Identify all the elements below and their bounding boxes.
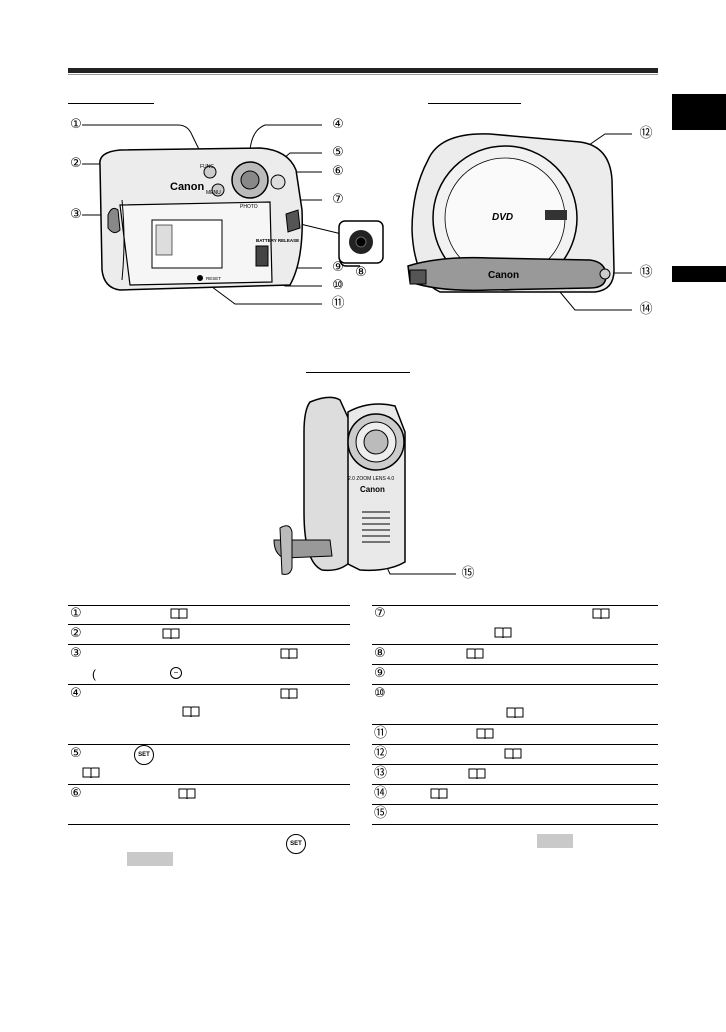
table-row: ⑧ [372,645,658,665]
row-number: ① [70,606,82,621]
lens-text: 2.0 ZOOM LENS 4.0 [348,476,394,482]
set-icon: SET [134,745,154,765]
table-row: ⑦ [372,605,658,645]
callout-14: ⑭ [639,302,653,317]
front-view-label-underline [306,372,410,373]
callout-2: ② [70,156,82,171]
left-brand-text: Canon [170,181,205,193]
book-icon [280,648,298,660]
callout-7: ⑦ [332,192,344,207]
reset-text: RESET [206,276,221,281]
row-number: ⑧ [374,646,386,661]
menu-button-text: MENU [206,190,221,196]
section-tab [672,94,726,130]
book-icon [82,767,100,779]
table-row: ⑮ [372,805,658,825]
callout-13: ⑬ [639,265,653,280]
row-number: ⑬ [374,766,388,781]
table-left-top-rule [68,605,350,606]
camcorder-left-view: Canon FUNC. MENU PHOTO BATTERY RELEASE R… [82,124,360,305]
row-number: ⑦ [374,606,386,621]
callout-6: ⑥ [332,164,344,179]
book-icon [280,688,298,700]
book-icon [430,788,448,800]
func-button-text: FUNC. [200,164,215,170]
camcorder-right-view: DVD Canon [407,133,632,311]
book-icon [466,648,484,660]
row-number: ② [70,626,82,641]
book-icon [178,788,196,800]
row-number: ⑮ [374,806,388,821]
row-number: ⑩ [374,686,386,701]
callout-10: ⑩ [332,278,344,293]
strap-brand-text: Canon [488,270,519,281]
callout-9: ⑨ [332,260,344,275]
battery-release-text: BATTERY RELEASE [256,238,299,243]
callout-3: ③ [70,207,82,222]
book-icon [494,627,512,639]
book-icon [504,748,522,760]
table-row: ② [68,625,350,645]
header-rule-thin [68,74,658,75]
book-icon [162,628,180,640]
callout-1: ① [70,117,82,132]
table-row: ⑭ [372,785,658,805]
right-view-label-underline [428,103,521,104]
book-icon [182,706,200,718]
table-right-top-rule [372,605,658,606]
header-rule [68,68,658,73]
row-number: ⑫ [374,746,388,761]
table-row: ① [68,605,350,625]
row-number: ④ [70,686,82,701]
table-row: ⑨ [372,665,658,685]
callout-15: ⑮ [461,566,475,581]
book-icon [170,608,188,620]
photo-button-text: PHOTO [240,204,258,210]
section-tab-secondary [672,266,726,282]
callout-11: ⑪ [331,296,345,311]
cross-mark-icon: ( [92,667,96,681]
row-number: ③ [70,646,82,661]
table-row: ④ [68,685,350,745]
table-row: ⑪ [372,725,658,745]
table-row: ⑩ [372,685,658,725]
highlight-placeholder [537,834,573,848]
book-icon [506,707,524,719]
highlight-placeholder [127,852,173,866]
callout-8: ⑧ [355,265,367,280]
row-number: ⑨ [374,666,386,681]
book-icon [476,728,494,740]
table-row: ⑫ [372,745,658,765]
callout-4: ④ [332,117,344,132]
left-view-label-underline [68,103,154,104]
table-row: ⑬ [372,765,658,785]
front-brand-text: Canon [360,485,385,494]
dvd-logo: DVD [492,212,513,223]
camcorder-front-view: 2.0 ZOOM LENS 4.0 Canon [273,396,456,575]
table-row: ③ ( − [68,645,350,685]
callout-5: ⑤ [332,145,344,160]
av-jack-inset [338,220,384,264]
row-number: ⑥ [70,786,82,801]
table-row: ⑤ SET [68,745,350,785]
callout-12: ⑫ [639,126,653,141]
minus-circle-icon: − [170,667,182,679]
book-icon [592,608,610,620]
row-number: ⑪ [374,726,388,741]
row-number: ⑤ [70,746,82,761]
row-number: ⑭ [374,786,388,801]
table-row: ⑥ [68,785,350,825]
book-icon [468,768,486,780]
set-icon: SET [286,834,306,854]
